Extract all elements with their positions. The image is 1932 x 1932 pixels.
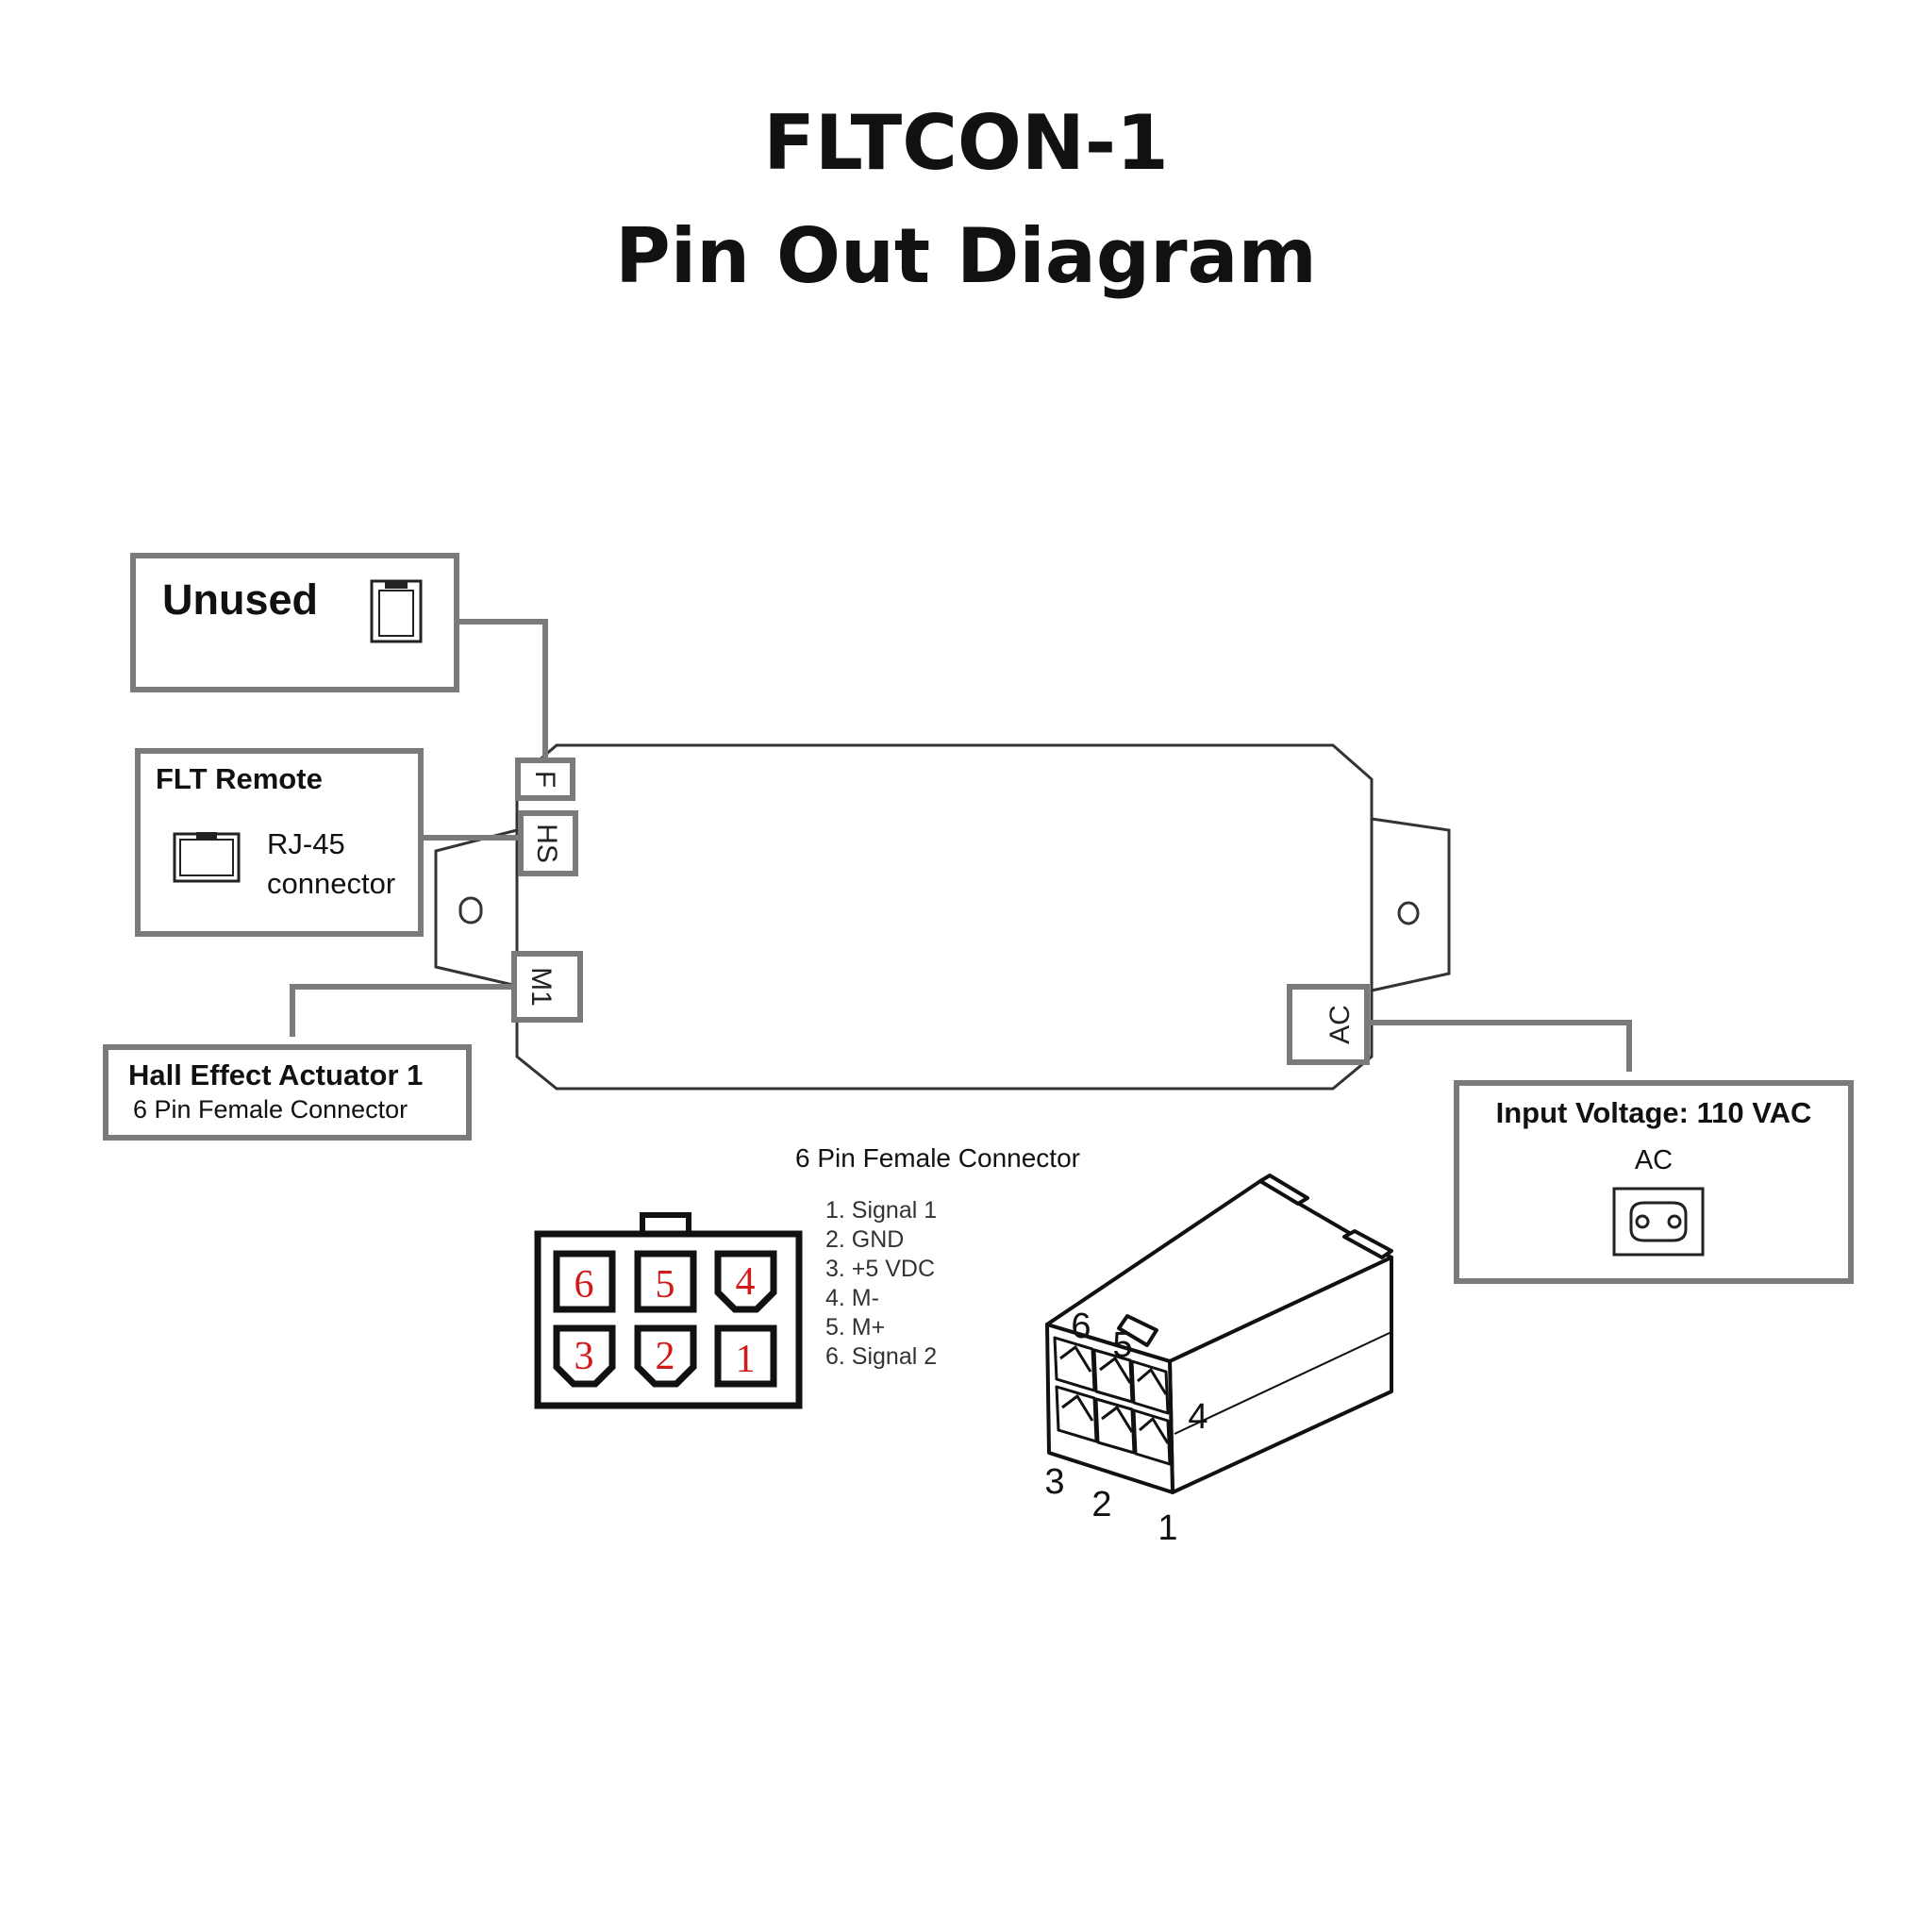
hall-effect-box: Hall Effect Actuator 1 6 Pin Female Conn… xyxy=(103,1044,472,1141)
input-title: Input Voltage: 110 VAC xyxy=(1496,1096,1812,1129)
iso-pin-2: 2 xyxy=(1091,1485,1111,1524)
remote-line-1: RJ-45 xyxy=(267,827,345,860)
pinout-item-6: 6. Signal 2 xyxy=(825,1343,937,1370)
controller-housing xyxy=(515,743,1374,1091)
line-unused-to-f xyxy=(457,619,548,760)
left-mount-hole xyxy=(458,896,483,924)
right-mount-hole xyxy=(1397,901,1420,925)
unused-label: Unused xyxy=(162,575,318,624)
hall-title: Hall Effect Actuator 1 xyxy=(128,1058,423,1091)
pinout-legend: 1. Signal 1 2. GND 3. +5 VDC 4. M- 5. M+… xyxy=(825,1197,937,1370)
iso-cavities xyxy=(1053,1336,1172,1466)
iso-latch-rib-1 xyxy=(1258,1174,1309,1206)
iso-pin-1: 1 xyxy=(1158,1508,1177,1548)
face-pin-2: 2 xyxy=(656,1335,675,1378)
left-mounting-ear xyxy=(434,828,518,988)
iso-latch-rib-2 xyxy=(1342,1229,1393,1259)
diagram-title: FLTCON-1 Pin Out Diagram xyxy=(0,87,1932,313)
port-m1: M1 xyxy=(511,951,583,1023)
isometric-connector xyxy=(1045,1174,1393,1494)
pinout-item-5: 5. M+ xyxy=(825,1314,885,1341)
pinout-item-1: 1. Signal 1 xyxy=(825,1197,937,1224)
iso-front-latch xyxy=(1117,1314,1158,1347)
iso-pin-labels: 6 5 4 3 2 1 xyxy=(1044,1307,1208,1548)
port-hs: HS xyxy=(518,810,578,876)
phone-jack-icon xyxy=(370,579,423,643)
port-m1-label: M1 xyxy=(525,967,557,1007)
face-cell-2 xyxy=(634,1324,697,1388)
port-f-label: F xyxy=(529,771,560,788)
pinout-item-3: 3. +5 VDC xyxy=(825,1256,935,1282)
face-cell-1 xyxy=(714,1324,777,1388)
port-ac: AC xyxy=(1287,984,1370,1065)
pinout-item-2: 2. GND xyxy=(825,1226,904,1253)
port-f: F xyxy=(515,758,575,801)
connection-lines xyxy=(290,619,1632,1072)
iso-pin-5: 5 xyxy=(1112,1325,1132,1365)
title-line-1: FLTCON-1 xyxy=(763,99,1169,187)
line-ac-to-input xyxy=(1367,1020,1632,1072)
flt-remote-box: FLT Remote RJ-45 connector xyxy=(135,748,424,937)
face-pin-3: 3 xyxy=(575,1335,594,1378)
face-pin-1: 1 xyxy=(736,1338,756,1381)
hall-subtitle: 6 Pin Female Connector xyxy=(133,1095,408,1124)
face-cell-4 xyxy=(714,1250,777,1313)
title-line-2: Pin Out Diagram xyxy=(615,212,1317,300)
face-cell-6 xyxy=(553,1250,616,1313)
rj45-icon xyxy=(173,832,241,883)
input-ac-label: AC xyxy=(1635,1145,1673,1175)
iso-pin-3: 3 xyxy=(1044,1462,1064,1502)
ac-inlet-icon xyxy=(1612,1187,1705,1257)
controller-body xyxy=(434,743,1451,1091)
face-cell-5 xyxy=(634,1250,697,1313)
input-voltage-box: Input Voltage: 110 VAC AC xyxy=(1454,1080,1854,1284)
port-hs-label: HS xyxy=(531,824,562,863)
right-mounting-ear xyxy=(1371,817,1451,992)
face-pin-5: 5 xyxy=(656,1263,675,1307)
line-m1-to-hall xyxy=(290,984,517,1037)
face-cell-3 xyxy=(553,1324,616,1388)
connector-heading: 6 Pin Female Connector xyxy=(795,1143,1080,1173)
iso-pin-6: 6 xyxy=(1071,1307,1091,1346)
face-pin-4: 4 xyxy=(736,1260,756,1304)
unused-box: Unused xyxy=(130,553,459,692)
port-ac-label: AC xyxy=(1324,1005,1356,1044)
remote-line-2: connector xyxy=(267,867,395,900)
pinout-item-4: 4. M- xyxy=(825,1285,879,1311)
connector-face: 6 5 4 3 2 1 xyxy=(534,1212,803,1409)
face-pin-6: 6 xyxy=(575,1263,594,1307)
iso-pin-4: 4 xyxy=(1188,1397,1208,1437)
remote-title: FLT Remote xyxy=(156,762,323,795)
